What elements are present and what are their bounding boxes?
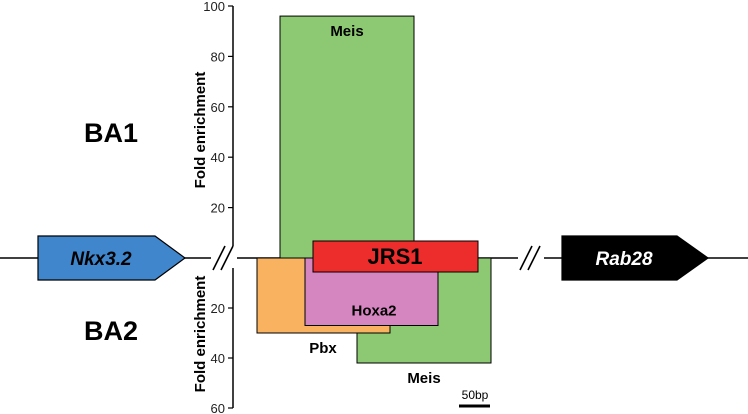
bottom-bar-label-hoxa2: Hoxa2 (351, 303, 396, 320)
bottom-y-tick-label-0: 20 (211, 301, 225, 316)
section-label-ba1: BA1 (84, 118, 138, 148)
top-bar-meis (279, 15, 415, 259)
nkx3-2-gene-label: Nkx3.2 (70, 249, 132, 270)
bottom-y-axis-title: Fold enrichment (192, 276, 209, 393)
top-y-tick-label-3: 80 (211, 49, 225, 64)
top-bar-label-meis: Meis (330, 23, 363, 40)
bottom-y-tick-label-1: 40 (211, 351, 225, 366)
jrs1-element (312, 240, 479, 273)
top-bars: Meis (279, 15, 415, 259)
top-y-tick-label-0: 20 (211, 201, 225, 216)
top-y-tick-label-1: 40 (211, 150, 225, 165)
axis-break-right (518, 245, 544, 271)
bottom-bar-label-meis: Meis (407, 370, 440, 387)
section-label-ba2: BA2 (84, 316, 138, 346)
bottom-y-axis: 20 40 60 (211, 258, 234, 414)
scale-bar-label: 50bp (462, 388, 489, 402)
top-y-tick-label-4: 100 (203, 0, 225, 14)
bottom-bar-label-pbx: Pbx (309, 340, 337, 357)
rab28-gene-label: Rab28 (595, 249, 652, 270)
top-y-axis: 20 40 60 80 100 (203, 0, 234, 258)
nkx3-2-gene-arrow (37, 235, 187, 281)
top-y-axis-title: Fold enrichment (192, 72, 209, 189)
rab28-gene-arrow (561, 235, 710, 281)
bottom-y-tick-label-2: 60 (211, 401, 225, 414)
axis-break-left (211, 245, 237, 271)
top-y-tick-label-2: 60 (211, 100, 225, 115)
bottom-bars: Meis Pbx Hoxa2 (256, 257, 492, 387)
jrs1-label: JRS1 (367, 244, 422, 269)
